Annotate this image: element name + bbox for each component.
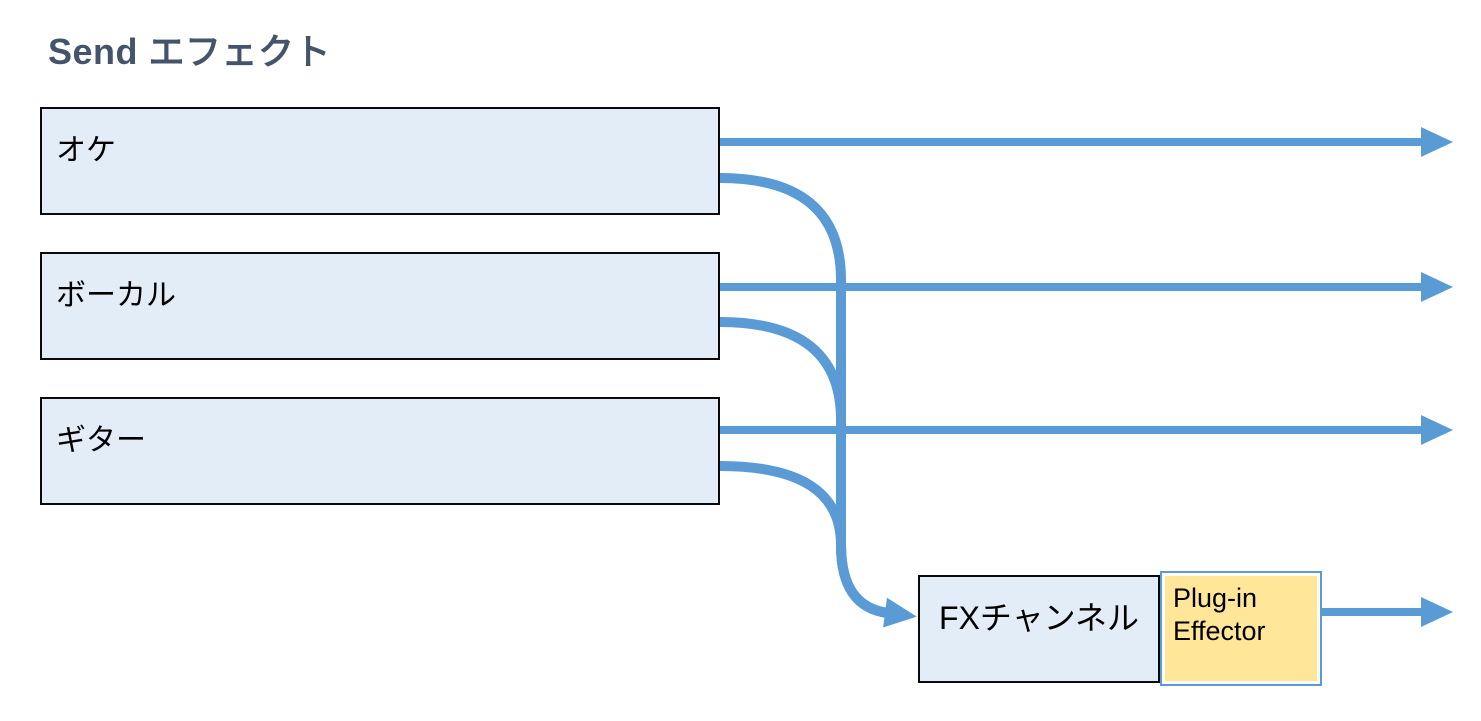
fx-channel-label: FXチャンネル bbox=[939, 600, 1139, 636]
plugin-effector-box: Plug-in Effector bbox=[1160, 571, 1322, 686]
send-curve-channel-1 bbox=[719, 173, 889, 618]
channel-box-oke: オケ bbox=[40, 107, 720, 215]
send-curve-channel-3 bbox=[719, 461, 917, 628]
channel-label-oke: オケ bbox=[56, 134, 116, 167]
plugin-effector-label: Plug-in Effector bbox=[1173, 583, 1266, 646]
fx-channel-box: FXチャンネル bbox=[918, 575, 1160, 683]
channel-box-guitar: ギター bbox=[40, 397, 720, 505]
channel-label-guitar: ギター bbox=[56, 424, 146, 457]
channel-box-vocal: ボーカル bbox=[40, 252, 720, 360]
channel-label-vocal: ボーカル bbox=[56, 279, 176, 312]
diagram-title: Send エフェクト bbox=[48, 31, 332, 72]
